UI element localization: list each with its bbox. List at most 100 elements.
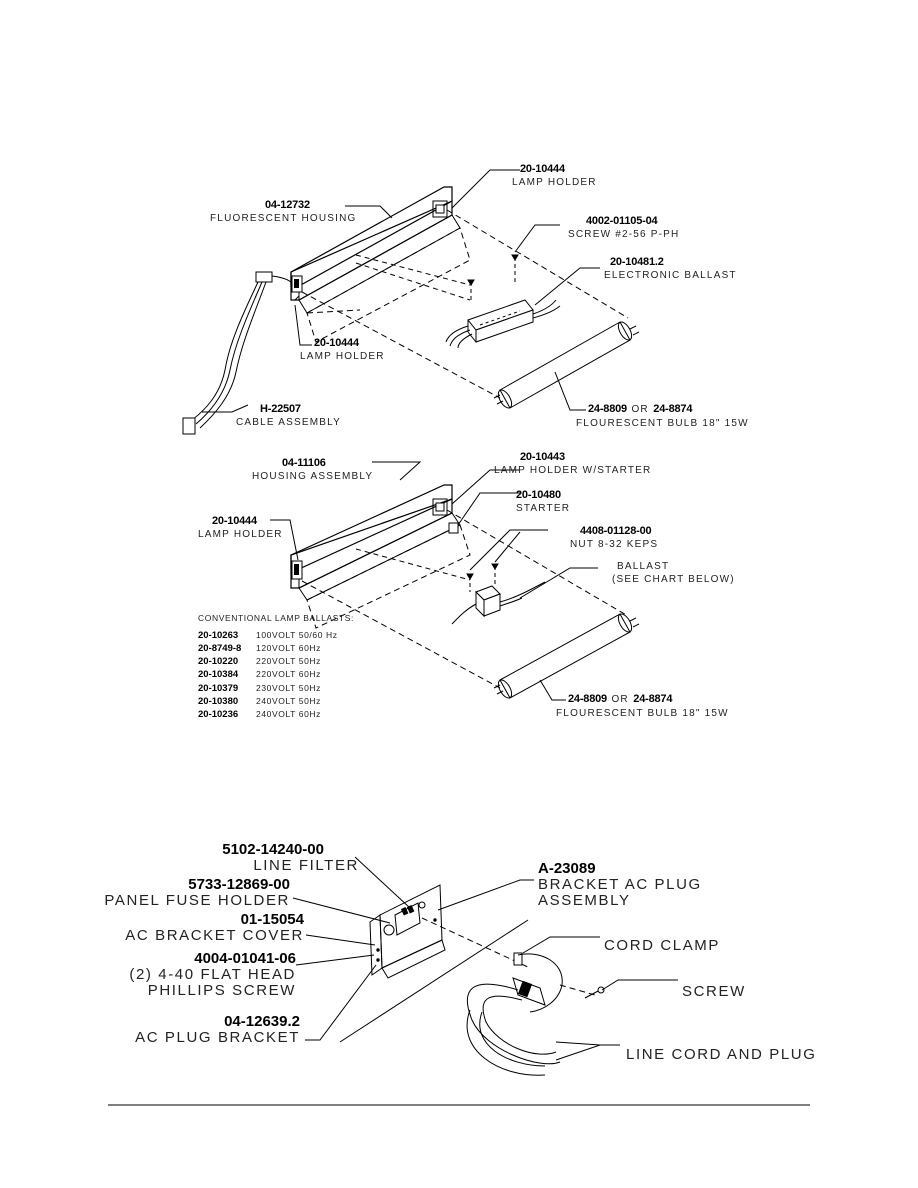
ballast-chart-rows: 20-10263 100VOLT 50/60 Hz 20-8749-8 120VOLT… bbox=[198, 629, 354, 724]
bulb-part-numbers: 24-8809 OR 24-8874 bbox=[568, 690, 729, 706]
d1-label-screw: 4002-01105-04 SCREW #2-56 P-PH bbox=[568, 216, 679, 240]
part-number-a: 24-8809 bbox=[588, 403, 627, 415]
ballast-part-number: 20-8749-8 bbox=[198, 642, 242, 654]
part-description: STARTER bbox=[516, 503, 571, 514]
part-number: 20-10444 bbox=[314, 337, 359, 349]
part-description: AC PLUG BRACKET bbox=[135, 1029, 300, 1046]
part-description: LAMP HOLDER bbox=[198, 529, 283, 540]
part-number: 04-11106 bbox=[282, 457, 326, 469]
part-description: ELECTRONIC BALLAST bbox=[604, 270, 737, 281]
ballast-chart-row: 20-10384 220VOLT 60Hz bbox=[198, 670, 354, 683]
part-number-b: 24-8874 bbox=[653, 403, 693, 415]
ballast-part-number: 20-10380 bbox=[198, 695, 239, 707]
part-number-b: 24-8874 bbox=[633, 693, 673, 705]
part-description: (2) 4-40 FLAT HEAD bbox=[129, 966, 296, 983]
part-number: 4002-01105-04 bbox=[586, 215, 658, 227]
part-description: BRACKET AC PLUG bbox=[538, 876, 702, 893]
part-description: LINE FILTER bbox=[253, 857, 359, 874]
ballast-chart-title: CONVENTIONAL LAMP BALLASTS: bbox=[198, 613, 355, 623]
d3-label-flat-head-screw: 4004-01041-06 (2) 4-40 FLAT HEAD PHILLIP… bbox=[129, 951, 296, 998]
part-description: BALLAST bbox=[617, 561, 670, 572]
part-description: LAMP HOLDER W/STARTER bbox=[494, 465, 652, 476]
ballast-part-number: 20-10384 bbox=[198, 669, 239, 681]
d2-label-lamp-holder-starter: 20-10443 LAMP HOLDER W/STARTER bbox=[494, 452, 651, 476]
ballast-part-number: 20-10379 bbox=[198, 682, 239, 694]
ballast-spec: 120VOLT 60Hz bbox=[256, 642, 322, 653]
ballast-part-number: 20-10220 bbox=[198, 656, 239, 668]
or-text: OR bbox=[631, 404, 649, 415]
d1-label-lamp-holder-top: 20-10444 LAMP HOLDER bbox=[512, 163, 597, 188]
d2-label-housing-assembly: 04-11106 HOUSING ASSEMBLY bbox=[252, 458, 373, 482]
d1-label-cable-assembly: H-22507 CABLE ASSEMBLY bbox=[236, 404, 341, 428]
d3-label-line-cord-and-plug: LINE CORD AND PLUG bbox=[626, 1047, 817, 1062]
d1-label-electronic-ballast: 20-10481.2 ELECTRONIC BALLAST bbox=[604, 257, 737, 281]
part-number: 20-10480 bbox=[516, 489, 561, 501]
ballast-spec: 220VOLT 50Hz bbox=[256, 656, 322, 667]
d3-label-screw: SCREW bbox=[682, 984, 746, 999]
ballast-spec: 240VOLT 50Hz bbox=[256, 695, 322, 706]
d3-label-ac-plug-bracket: 04-12639.2 AC PLUG BRACKET bbox=[135, 1014, 300, 1045]
diagram1-drawing bbox=[182, 169, 640, 435]
ballast-spec: 240VOLT 60Hz bbox=[256, 709, 322, 720]
part-number: A-23089 bbox=[538, 860, 596, 877]
d2-label-starter: 20-10480 STARTER bbox=[516, 490, 570, 514]
part-number: 20-10444 bbox=[212, 515, 257, 527]
ballast-part-number: 20-10263 bbox=[198, 629, 239, 641]
d1-label-bulb: 24-8809 OR 24-8874 FLOURESCENT BULB 18" … bbox=[576, 400, 749, 429]
part-number: 04-12732 bbox=[265, 199, 310, 211]
or-text: OR bbox=[611, 694, 629, 705]
d2-label-bulb: 24-8809 OR 24-8874 FLOURESCENT BULB 18" … bbox=[556, 690, 729, 719]
ballast-chart-row: 20-10220 220VOLT 50Hz bbox=[198, 657, 354, 670]
ballast-spec: 100VOLT 50/60 Hz bbox=[256, 629, 338, 640]
part-description: SCREW bbox=[682, 983, 746, 1000]
part-number: 4408-01128-00 bbox=[580, 525, 652, 537]
part-description: PANEL FUSE HOLDER bbox=[104, 892, 290, 909]
part-description: CABLE ASSEMBLY bbox=[236, 417, 341, 428]
bulb-part-numbers: 24-8809 OR 24-8874 bbox=[588, 400, 749, 416]
part-number: 20-10443 bbox=[520, 451, 565, 463]
part-description: FLOURESCENT BULB 18" 15W bbox=[556, 708, 729, 719]
d3-label-bracket-ac-plug-assembly: A-23089 BRACKET AC PLUG ASSEMBLY bbox=[538, 861, 702, 908]
ballast-chart-row: 20-10379 230VOLT 50Hz bbox=[198, 682, 354, 697]
d3-label-ac-bracket-cover: 01-15054 AC BRACKET COVER bbox=[125, 912, 304, 943]
part-description-2: (SEE CHART BELOW) bbox=[612, 574, 735, 585]
ballast-spec: 230VOLT 50Hz bbox=[256, 682, 322, 693]
d1-label-lamp-holder-bottom: 20-10444 LAMP HOLDER bbox=[300, 338, 385, 362]
d1-label-fluorescent-housing: 04-12732 FLUORESCENT HOUSING bbox=[210, 200, 357, 224]
ballast-part-number: 20-10236 bbox=[198, 709, 239, 721]
part-number: 20-10444 bbox=[520, 163, 565, 175]
ballast-chart-row: 20-10263 100VOLT 50/60 Hz bbox=[198, 629, 354, 644]
diagram3-drawing bbox=[292, 856, 678, 1076]
part-number: 5733-12869-00 bbox=[188, 876, 290, 893]
d2-label-nut: 4408-01128-00 NUT 8-32 KEPS bbox=[570, 526, 658, 550]
d3-label-line-filter: 5102-14240-00 LINE FILTER bbox=[222, 841, 357, 873]
ballast-chart-row: 20-8749-8 120VOLT 60Hz bbox=[198, 642, 354, 657]
d3-label-cord-clamp: CORD CLAMP bbox=[604, 938, 720, 953]
part-description: NUT 8-32 KEPS bbox=[570, 539, 659, 550]
part-number: 04-12639.2 bbox=[224, 1013, 300, 1030]
part-description: AC BRACKET COVER bbox=[125, 927, 304, 944]
part-description-2: ASSEMBLY bbox=[538, 892, 631, 909]
d2-label-lamp-holder: 20-10444 LAMP HOLDER bbox=[198, 516, 283, 540]
ballast-chart-row: 20-10380 240VOLT 50Hz bbox=[198, 697, 354, 710]
part-description: LAMP HOLDER bbox=[512, 177, 597, 188]
part-number: H-22507 bbox=[260, 403, 301, 415]
d2-label-ballast: BALLAST (SEE CHART BELOW) bbox=[612, 562, 735, 585]
part-description: SCREW #2-56 P-PH bbox=[568, 229, 680, 240]
part-number: 4004-01041-06 bbox=[194, 950, 296, 967]
part-description-2: PHILLIPS SCREW bbox=[147, 982, 296, 999]
part-number-a: 24-8809 bbox=[568, 693, 607, 705]
part-number: 01-15054 bbox=[240, 911, 304, 928]
part-number: 5102-14240-00 bbox=[222, 841, 324, 858]
part-description: HOUSING ASSEMBLY bbox=[252, 471, 374, 482]
part-description: CORD CLAMP bbox=[604, 937, 721, 954]
part-number: 20-10481.2 bbox=[610, 256, 664, 268]
part-description: LAMP HOLDER bbox=[300, 351, 385, 362]
ballast-spec: 220VOLT 60Hz bbox=[256, 669, 322, 680]
ballast-chart-row: 20-10236 240VOLT 60Hz bbox=[198, 710, 354, 723]
part-description: FLUORESCENT HOUSING bbox=[210, 213, 357, 224]
d3-label-panel-fuse-holder: 5733-12869-00 PANEL FUSE HOLDER bbox=[104, 877, 290, 908]
part-description: FLOURESCENT BULB 18" 15W bbox=[576, 418, 749, 429]
diagram2-drawing bbox=[270, 461, 640, 701]
